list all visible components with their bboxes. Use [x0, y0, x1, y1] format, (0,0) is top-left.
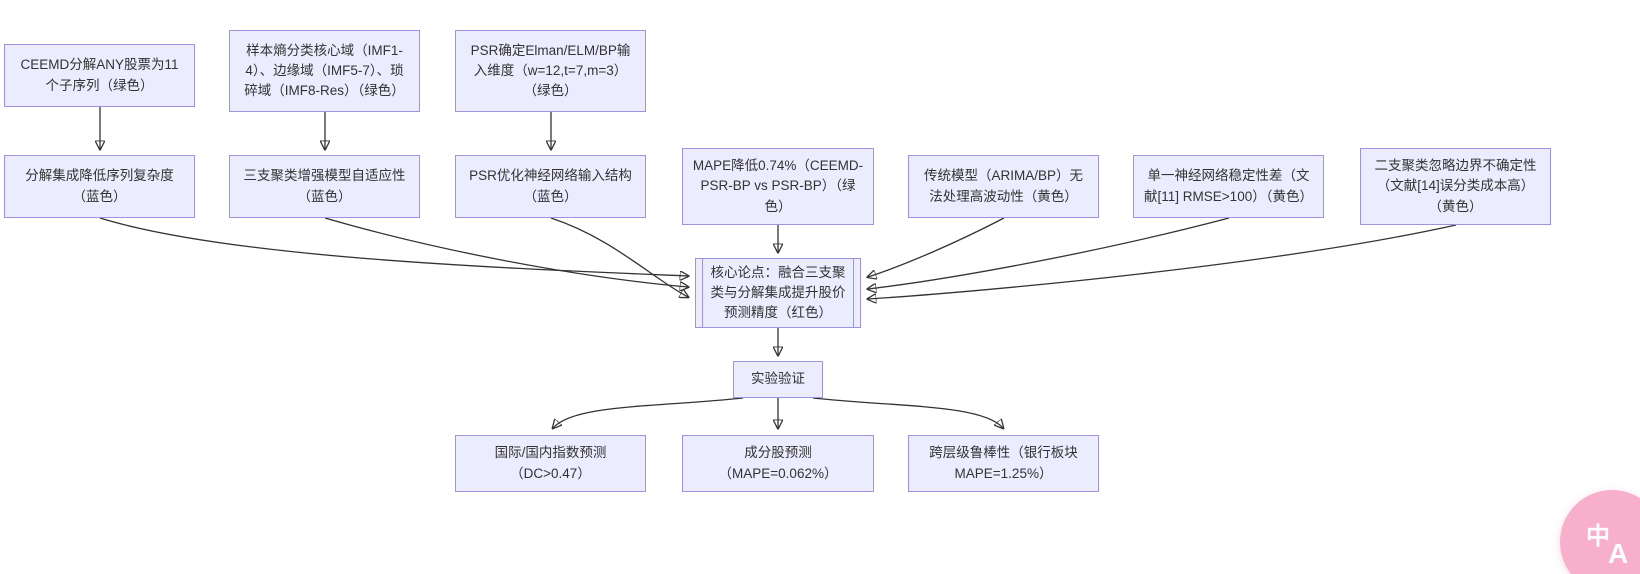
translate-en-glyph: A [1608, 538, 1629, 569]
edge-traditional-to-core [868, 217, 1005, 277]
edge-adaptive-to-core [324, 217, 688, 287]
node-traditional-limit: 传统模型（ARIMA/BP）无法处理高波动性（黄色） [908, 155, 1099, 218]
node-label: CEEMD分解ANY股票为11个子序列（绿色） [20, 57, 179, 93]
node-label: 三支聚类增强模型自适应性（蓝色） [243, 168, 406, 204]
node-two-way-boundary: 二支聚类忽略边界不确定性（文献[14]误分类成本高）（黄色） [1360, 148, 1551, 225]
node-constituent-forecast: 成分股预测（MAPE=0.062%） [682, 435, 874, 492]
edge-twoway-to-core [868, 224, 1457, 299]
edge-experiment-to-index [553, 397, 744, 428]
node-ceemd-decompose: CEEMD分解ANY股票为11个子序列（绿色） [4, 44, 195, 107]
edge-singlenn-to-core [868, 217, 1230, 289]
node-psr-dimension: PSR确定Elman/ELM/BP输入维度（w=12,t=7,m=3）（绿色） [455, 30, 646, 112]
node-label: 传统模型（ARIMA/BP）无法处理高波动性（黄色） [923, 168, 1083, 204]
edge-structure-to-core [550, 217, 688, 297]
node-label: PSR确定Elman/ELM/BP输入维度（w=12,t=7,m=3）（绿色） [470, 42, 631, 99]
node-label: 核心论点：融合三支聚类与分解集成提升股价预测精度（红色） [710, 264, 846, 321]
translate-zh-glyph: 中 [1586, 523, 1610, 550]
node-label: 二支聚类忽略边界不确定性（文献[14]误分类成本高）（黄色） [1374, 158, 1537, 214]
node-label: MAPE降低0.74%（CEEMD-PSR-BP vs PSR-BP）（绿色） [692, 158, 864, 214]
node-label: 实验验证 [751, 371, 805, 387]
edge-experiment-to-robust [812, 397, 1003, 428]
node-psr-structure: PSR优化神经网络输入结构（蓝色） [455, 155, 646, 218]
node-mape-improve: MAPE降低0.74%（CEEMD-PSR-BP vs PSR-BP）（绿色） [682, 148, 874, 225]
node-sample-entropy: 样本熵分类核心域（IMF1-4）、边缘域（IMF5-7）、琐碎域（IMF8-Re… [229, 30, 420, 112]
node-cross-level-robust: 跨层级鲁棒性（银行板块 MAPE=1.25%） [908, 435, 1099, 492]
node-three-way-adaptive: 三支聚类增强模型自适应性（蓝色） [229, 155, 420, 218]
node-core-thesis: 核心论点：融合三支聚类与分解集成提升股价预测精度（红色） [695, 258, 861, 328]
node-label: 分解集成降低序列复杂度（蓝色） [25, 168, 174, 204]
node-index-forecast: 国际/国内指数预测（DC>0.47） [455, 435, 646, 492]
edge-complexity-to-core [99, 217, 688, 276]
translate-button[interactable]: 中 A [1560, 490, 1640, 574]
node-label: 单一神经网络稳定性差（文献[11] RMSE>100）（黄色） [1144, 168, 1313, 204]
node-experiment: 实验验证 [733, 361, 823, 398]
node-decompose-complexity: 分解集成降低序列复杂度（蓝色） [4, 155, 195, 218]
node-label: 样本熵分类核心域（IMF1-4）、边缘域（IMF5-7）、琐碎域（IMF8-Re… [244, 42, 405, 99]
node-single-nn-unstable: 单一神经网络稳定性差（文献[11] RMSE>100）（黄色） [1133, 155, 1324, 218]
node-label: 国际/国内指数预测（DC>0.47） [494, 445, 607, 481]
node-label: PSR优化神经网络输入结构（蓝色） [469, 168, 632, 204]
node-label: 成分股预测（MAPE=0.062%） [718, 445, 838, 481]
node-label: 跨层级鲁棒性（银行板块 MAPE=1.25%） [929, 445, 1078, 481]
